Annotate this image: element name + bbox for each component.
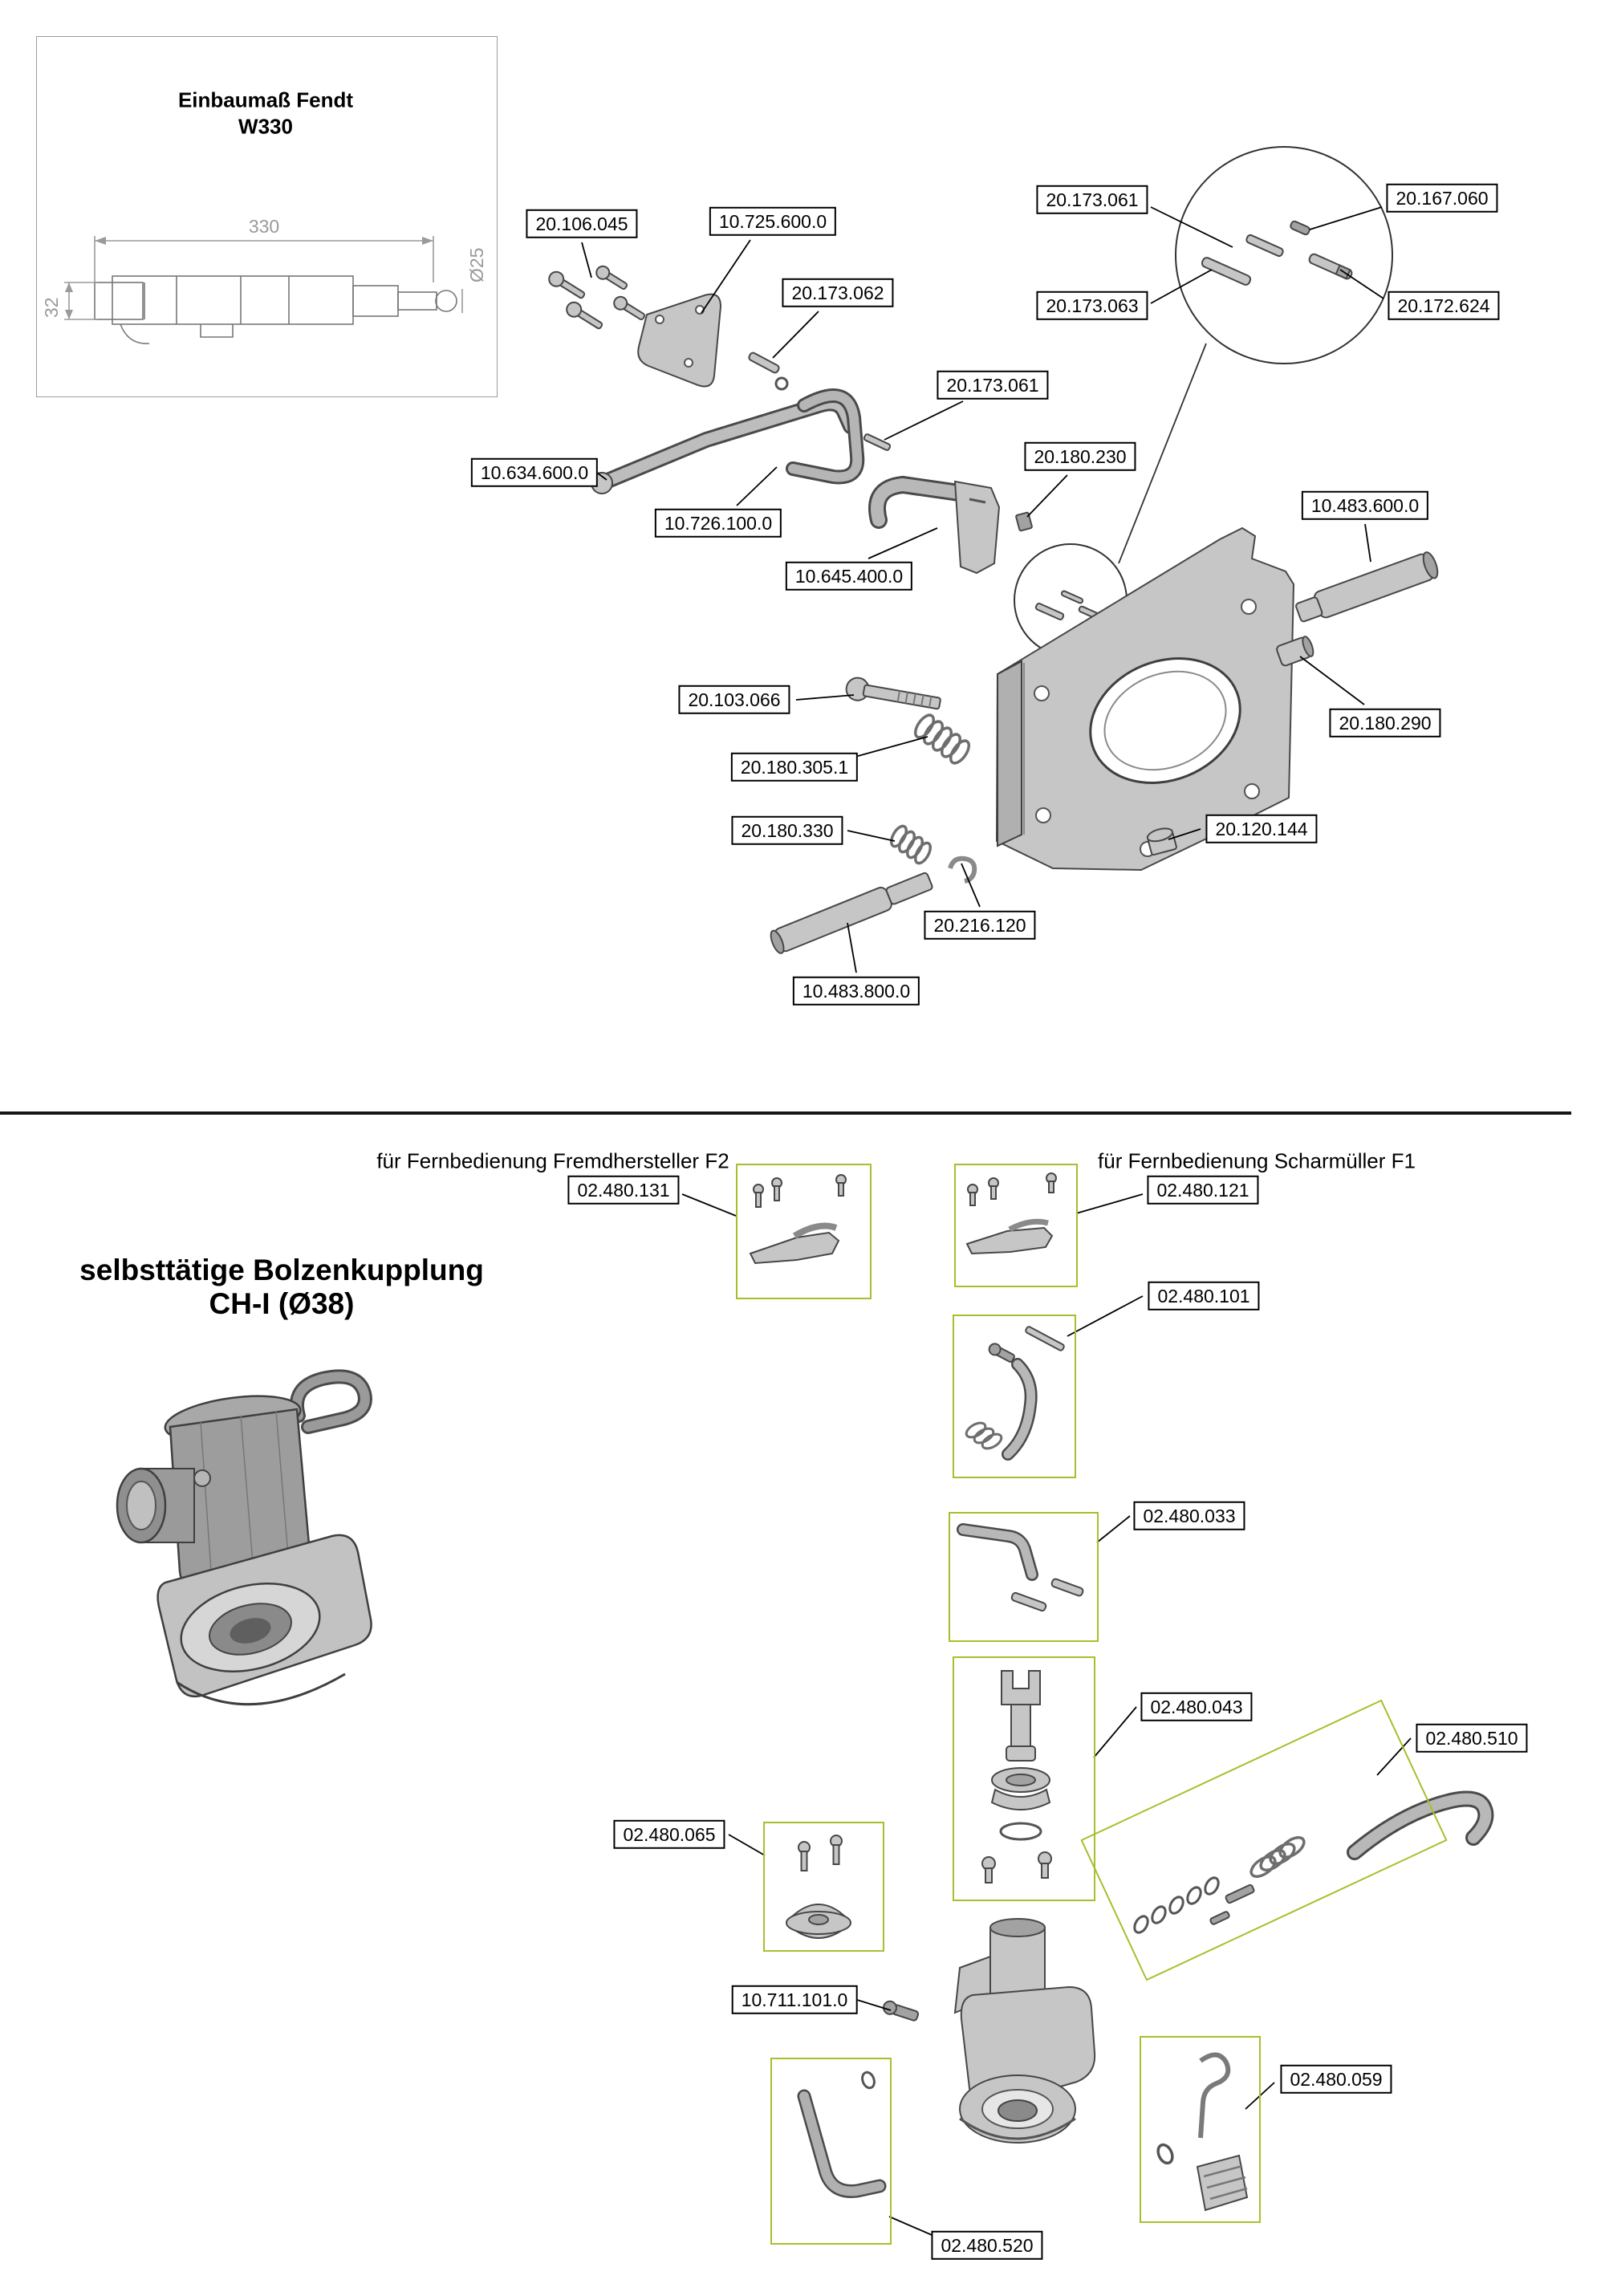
part-label-20173062: 20.173.062 [782, 278, 894, 308]
part-label-20180330: 20.180.330 [731, 815, 843, 846]
part-label-20103066: 20.103.066 [678, 685, 790, 715]
inset-title-line1: Einbaumaß Fendt [177, 87, 354, 112]
coupling-body-small [953, 1918, 1096, 2144]
install-dimensions-box [36, 36, 498, 397]
dim-32: 32 [41, 297, 62, 318]
part-label-02480059: 02.480.059 [1280, 2064, 1392, 2095]
section-divider [0, 1111, 1571, 1115]
part-label-02480510: 02.480.510 [1416, 1723, 1528, 1753]
part-label-20180230: 20.180.230 [1024, 441, 1136, 472]
assembly-box-f1 [954, 1164, 1078, 1287]
part-label-107111010: 10.711.101.0 [731, 1985, 858, 2015]
caption-f2: für Fernbedienung Fremdhersteller F2 [376, 1148, 729, 1173]
inset-title-line2: W330 [238, 114, 293, 139]
part-label-02480065: 02.480.065 [613, 1819, 725, 1850]
part-label-201803051: 20.180.305.1 [730, 752, 859, 782]
part-label-106454000: 10.645.400.0 [785, 561, 913, 591]
assembly-box-02480065 [763, 1822, 884, 1952]
release-lever-106346000 [591, 395, 859, 494]
part-label-20173063: 20.173.063 [1036, 291, 1148, 321]
section-heading-line1: selbsttätige Bolzenkupplung [79, 1254, 484, 1286]
part-label-104836000: 10.483.600.0 [1301, 490, 1429, 521]
part-label-02480043: 02.480.043 [1140, 1692, 1253, 1722]
part-label-107261000: 10.726.100.0 [654, 508, 782, 538]
f2-remote-kit [749, 1174, 847, 1265]
kit-02480101 [965, 1326, 1065, 1461]
kit-02480065 [786, 1835, 851, 1939]
dim-330: 330 [249, 216, 279, 237]
kit-02480510 [1133, 1790, 1494, 1934]
part-label-20167060: 20.167.060 [1386, 183, 1498, 213]
part-label-104838000: 10.483.800.0 [792, 976, 920, 1006]
spring-201803051 [913, 713, 971, 765]
hand-lever-106454000 [868, 475, 1001, 575]
detail-circle-large [1118, 146, 1393, 564]
spring-20180330 [889, 824, 933, 865]
pin-20173062 [748, 352, 789, 391]
assembly-box-02480101 [953, 1315, 1076, 1478]
section-heading-line2: CH-I (Ø38) [209, 1287, 355, 1320]
f1-remote-kit [965, 1172, 1057, 1255]
plug-20120144 [1146, 827, 1177, 856]
shaft-104836000 [1295, 551, 1439, 623]
kit-02480520 [797, 2070, 887, 2198]
assembly-box-02480033 [949, 1512, 1099, 1642]
coupling-render [116, 1369, 372, 1706]
part-label-02480520: 02.480.520 [931, 2230, 1043, 2261]
part-label-20173061-b: 20.173.061 [937, 370, 1049, 400]
part-label-20173061-a: 20.173.061 [1036, 185, 1148, 215]
part-label-106346000: 10.634.600.0 [470, 457, 599, 488]
kit-02480033 [957, 1523, 1084, 1612]
screws-20106045 [548, 265, 646, 330]
clip-20216120 [948, 855, 977, 884]
assembly-box-f2 [736, 1164, 872, 1299]
main-casting-plate [995, 526, 1295, 872]
leader-lines [581, 206, 1412, 2238]
part-label-02480033: 02.480.033 [1133, 1501, 1245, 1531]
kit-02480043 [981, 1670, 1052, 1884]
part-label-20106045: 20.106.045 [526, 209, 638, 239]
kit-02480059 [1156, 2052, 1249, 2212]
assembly-box-02480043 [953, 1656, 1095, 1901]
part-label-02480101: 02.480.101 [1148, 1281, 1260, 1311]
part-label-20172624: 20.172.624 [1388, 291, 1500, 321]
part-label-107256000: 10.725.600.0 [709, 206, 837, 237]
part-label-02480121: 02.480.121 [1147, 1175, 1259, 1205]
assembly-box-02480059 [1140, 2036, 1261, 2223]
shaft-104838000 [770, 872, 933, 954]
part-label-02480131: 02.480.131 [567, 1175, 680, 1205]
assembly-box-02480520 [770, 2058, 892, 2245]
nut-20180230 [1015, 511, 1033, 532]
install-dimension-drawing [64, 236, 463, 344]
bolt-20103066 [845, 677, 941, 710]
pin-20173061-mid [863, 433, 892, 451]
part-label-20120144: 20.120.144 [1205, 814, 1318, 844]
caption-f1: für Fernbedienung Scharmüller F1 [1098, 1148, 1416, 1173]
dim-25: Ø25 [466, 248, 487, 282]
bracket-107261000 [786, 388, 865, 485]
part-107111010 [882, 2000, 920, 2022]
part-label-20216120: 20.216.120 [924, 910, 1036, 941]
part-label-20180290: 20.180.290 [1329, 708, 1441, 738]
cover-plate-107256000 [637, 293, 722, 388]
